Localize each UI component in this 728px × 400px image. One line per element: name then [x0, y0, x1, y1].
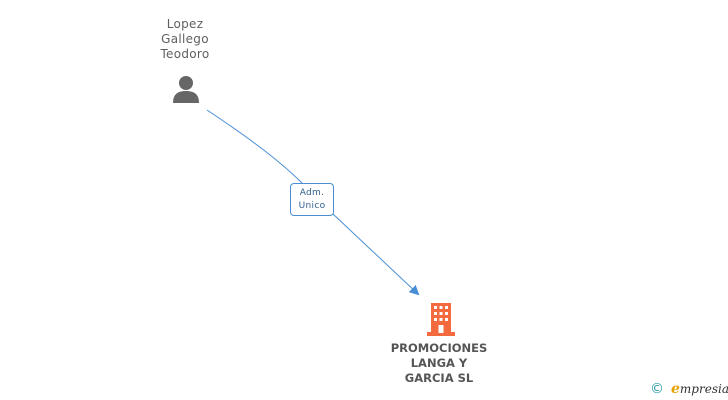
role-label-box[interactable]: Adm. Unico [290, 183, 334, 216]
company-name-line-3: GARCIA SL [404, 371, 474, 385]
person-icon[interactable] [171, 74, 201, 104]
company-name-line-1: PROMOCIONES [390, 341, 488, 355]
building-icon[interactable] [426, 301, 456, 337]
company-name-line-2: LANGA Y [410, 356, 468, 370]
link-person-to-role [206, 109, 304, 185]
person-name[interactable]: Lopez Gallego Teodoro [135, 17, 235, 62]
person-name-line-1: Lopez [166, 17, 204, 31]
copyright-icon: © [650, 381, 664, 397]
brand-logo-text: mpresia [679, 382, 728, 396]
person-name-line-2: Gallego [161, 32, 209, 46]
link-role-to-company [332, 213, 420, 296]
person-name-line-3: Teodoro [160, 47, 210, 61]
role-label-line-2: Unico [298, 201, 326, 211]
role-label-line-1: Adm. [299, 188, 325, 198]
company-name[interactable]: PROMOCIONES LANGA Y GARCIA SL [379, 341, 499, 386]
brand-logo-initial: e [671, 381, 680, 397]
brand-logo: empresia [671, 381, 728, 397]
